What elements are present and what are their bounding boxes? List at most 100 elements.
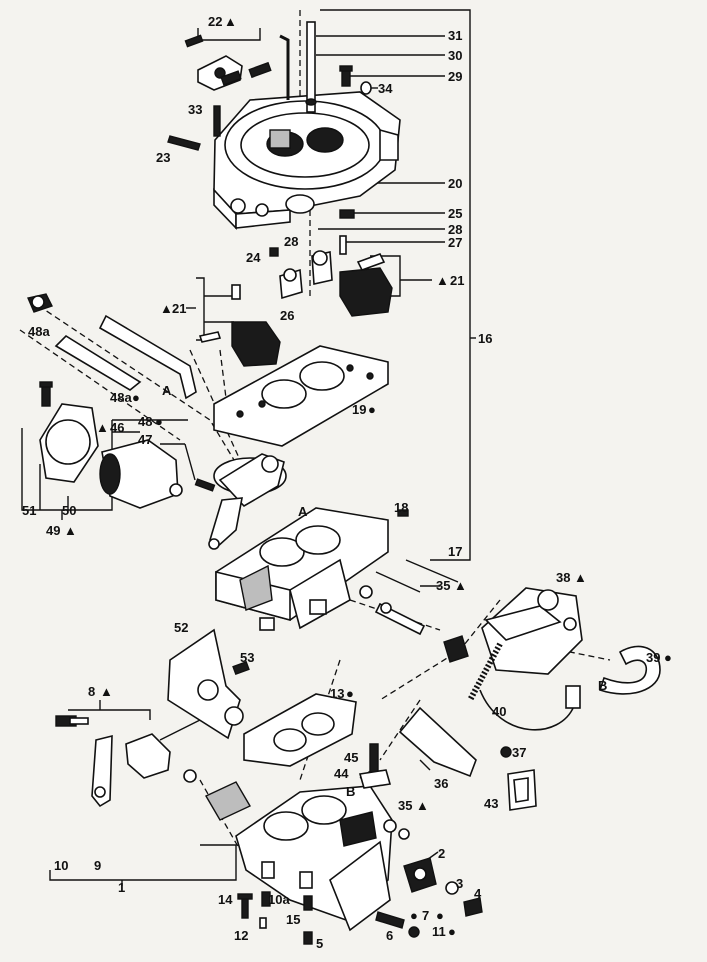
label-29: 29 — [448, 69, 462, 84]
gasket-13 — [243, 693, 357, 767]
label-26: 26 — [280, 308, 294, 323]
label-48: 48 — [138, 414, 152, 429]
label-10a: 10a — [268, 892, 290, 907]
label-44: 44 — [334, 766, 349, 781]
callout-labels: 22 ▲ 31 30 29 34 33 23 20 25 28 27 28 24… — [22, 14, 672, 951]
label-23: 23 — [156, 150, 170, 165]
label-51: 51 — [22, 503, 36, 518]
label-40: 40 — [492, 704, 506, 719]
label-19: 19 — [352, 402, 366, 417]
label-8: 8 — [88, 684, 95, 699]
label-25: 25 — [448, 206, 462, 221]
label-10: 10 — [54, 858, 68, 873]
top-small-parts — [167, 21, 372, 151]
positioner-38 — [467, 587, 583, 731]
solenoid-46 — [39, 381, 216, 509]
marker-22: ▲ — [224, 14, 237, 29]
label-33: 33 — [188, 102, 202, 117]
label-50: 50 — [62, 503, 76, 518]
label-27: 27 — [448, 235, 462, 250]
throttle-body — [205, 743, 410, 932]
label-48a-mid: 48a — [110, 390, 132, 405]
label-20: 20 — [448, 176, 462, 191]
label-24: 24 — [246, 250, 261, 265]
label-21a: 21 — [172, 301, 186, 316]
hose-parts — [27, 293, 197, 400]
bottom-small-parts — [237, 857, 483, 945]
label-48a-top: 48a — [28, 324, 50, 339]
marker-39: ● — [664, 650, 672, 665]
label-53: 53 — [240, 650, 254, 665]
label-22: 22 — [208, 14, 222, 29]
marker-49: ▲ — [64, 523, 77, 538]
label-31: 31 — [448, 28, 462, 43]
lever-36 — [398, 706, 537, 811]
label-15: 15 — [286, 912, 300, 927]
marker-21b: ▲ — [436, 273, 449, 288]
label-6: 6 — [386, 928, 393, 943]
label-37: 37 — [512, 745, 526, 760]
label-16: 16 — [478, 331, 492, 346]
gasket-19 — [213, 345, 389, 447]
pump-stem-35 — [374, 602, 469, 663]
label-36: 36 — [434, 776, 448, 791]
marker-7: ● — [410, 908, 418, 923]
label-28b: 28 — [448, 222, 462, 237]
label-7: 7 — [422, 908, 429, 923]
pulloff-8 — [55, 715, 201, 808]
label-49: 49 — [46, 523, 60, 538]
label-17: 17 — [448, 544, 462, 559]
air-horn-cover — [213, 91, 401, 230]
choke-diaphragm-48 — [208, 453, 287, 550]
label-B2: B — [346, 784, 355, 799]
label-5: 5 — [316, 936, 323, 951]
bracket-52 — [167, 628, 250, 740]
float-bowl-17 — [215, 507, 409, 631]
marker-8: ▲ — [100, 684, 113, 699]
label-13: 13 — [330, 686, 344, 701]
label-35b: 35 — [398, 798, 412, 813]
marker-7b: ● — [436, 908, 444, 923]
label-11: 11 — [432, 924, 446, 939]
label-A2: A — [298, 504, 308, 519]
label-18: 18 — [394, 500, 408, 515]
label-1: 1 — [118, 880, 125, 895]
label-A1: A — [162, 383, 172, 398]
label-39: 39 — [646, 650, 660, 665]
label-12: 12 — [234, 928, 248, 943]
label-43: 43 — [484, 796, 498, 811]
marker-35a: ▲ — [454, 578, 467, 593]
marker-35b: ▲ — [416, 798, 429, 813]
label-46: 46 — [110, 420, 124, 435]
label-2: 2 — [438, 846, 445, 861]
label-30: 30 — [448, 48, 462, 63]
marker-48a-mid: ● — [132, 390, 140, 405]
label-21b: 21 — [450, 273, 464, 288]
leader-lines — [21, 9, 476, 886]
label-52: 52 — [174, 620, 188, 635]
label-45: 45 — [344, 750, 358, 765]
label-4: 4 — [474, 886, 482, 901]
label-35a: 35 — [436, 578, 450, 593]
label-47: 47 — [138, 432, 152, 447]
label-38: 38 — [556, 570, 570, 585]
label-9: 9 — [94, 858, 101, 873]
marker-48: ● — [155, 414, 163, 429]
label-14: 14 — [218, 892, 233, 907]
label-B1: B — [598, 678, 607, 693]
label-28a: 28 — [284, 234, 298, 249]
marker-46: ▲ — [96, 420, 109, 435]
bracket-16 — [320, 9, 471, 561]
part-31-pin — [306, 21, 316, 113]
marker-13: ● — [346, 686, 354, 701]
marker-38: ▲ — [574, 570, 587, 585]
middle-parts — [198, 209, 393, 367]
label-34: 34 — [378, 81, 393, 96]
marker-21a: ▲ — [160, 301, 173, 316]
label-3: 3 — [456, 876, 463, 891]
marker-19: ● — [368, 402, 376, 417]
hose-39 — [598, 645, 661, 695]
marker-11: ● — [448, 924, 456, 939]
